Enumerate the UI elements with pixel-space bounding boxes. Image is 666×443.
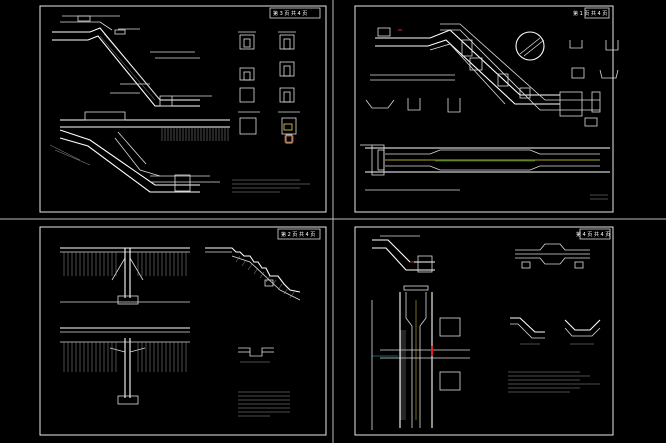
title-block <box>584 7 610 19</box>
hatch-line <box>283 287 289 295</box>
title-block <box>277 228 321 240</box>
hatch-line <box>253 267 259 275</box>
sheet-bottom-left: 第 2 页 共 4 页 <box>39 226 327 436</box>
sheet-top-left: 第 3 页 共 4 页 <box>39 5 327 213</box>
title-block-text: 第 1 页 共 4 页 <box>573 10 607 17</box>
notes-block <box>238 391 290 417</box>
hatch-spikes <box>161 127 229 141</box>
small-detail <box>238 347 274 363</box>
sheet-frame <box>354 5 614 213</box>
title-block <box>579 228 611 240</box>
plan-strip <box>360 144 610 191</box>
title-block-text: 第 3 页 共 4 页 <box>273 10 307 17</box>
hatch-line <box>259 271 265 279</box>
right-details <box>510 243 601 345</box>
sheet-bottom-right: 第 4 页 共 4 页 <box>354 226 614 436</box>
top-ramp <box>372 235 435 273</box>
channel-sections <box>365 40 619 127</box>
sheet-frame <box>354 226 614 436</box>
red-marker <box>431 346 433 356</box>
sheet-top-right: 第 1 页 共 4 页 <box>354 5 619 213</box>
title-block-text: 第 2 页 共 4 页 <box>281 231 315 238</box>
section-view <box>49 111 230 193</box>
detail-sections <box>238 31 300 144</box>
hatch-line <box>277 283 283 291</box>
sheet-frame <box>39 226 327 436</box>
stair-profile <box>205 247 301 301</box>
plan-view-stairs <box>52 15 212 107</box>
lower-cross-section <box>60 327 190 405</box>
title-block <box>269 7 321 19</box>
hatch-line <box>289 291 295 299</box>
upper-cross-section <box>60 247 190 305</box>
vertical-channel <box>371 285 470 430</box>
hatch-line <box>271 279 277 287</box>
hatch-line <box>241 259 247 267</box>
title-block-text: 第 4 页 共 4 页 <box>576 231 610 238</box>
notes-block <box>508 371 600 393</box>
hatch-line <box>247 263 253 271</box>
notes-block <box>232 179 310 193</box>
circle-detail <box>515 31 545 61</box>
hatch-line <box>265 275 271 283</box>
elevation-ramp <box>370 23 601 117</box>
hatch-line <box>235 255 241 263</box>
sheet-frame <box>39 5 327 213</box>
